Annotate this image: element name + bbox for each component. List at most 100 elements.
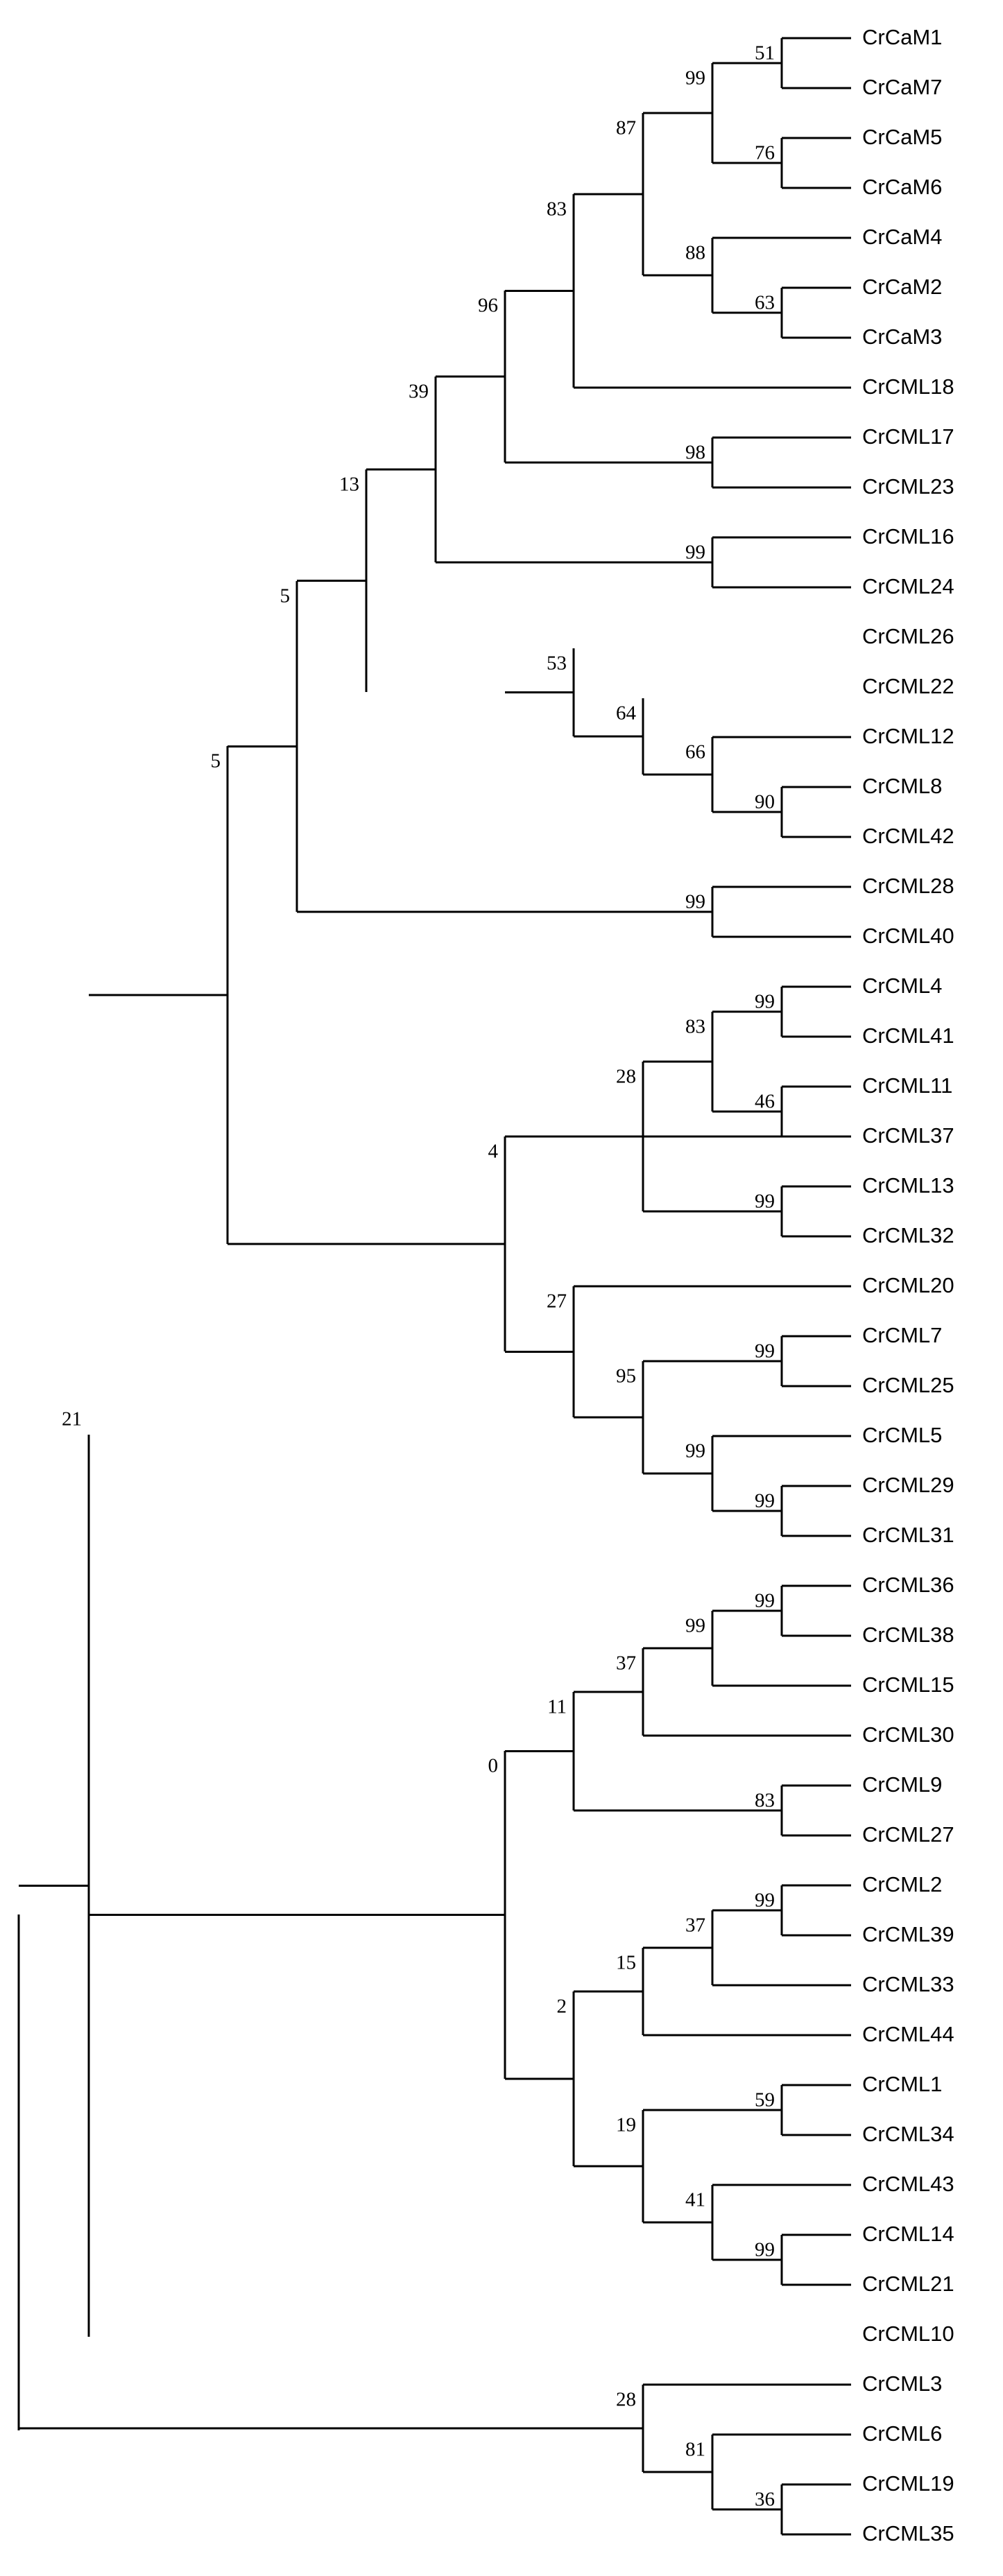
bootstrap-support-value: 63 xyxy=(755,292,775,314)
leaf-label: CrCaM6 xyxy=(862,175,942,199)
leaf-label: CrCML3 xyxy=(862,2371,942,2396)
leaf-label: CrCML44 xyxy=(862,2022,954,2046)
bootstrap-support-value: 13 xyxy=(339,474,359,496)
leaf-label: CrCML37 xyxy=(862,1123,954,1148)
bootstrap-support-value: 90 xyxy=(755,791,775,813)
bootstrap-support-value: 81 xyxy=(685,2439,705,2461)
bootstrap-support-value: 19 xyxy=(616,2114,636,2136)
leaf-label: CrCML33 xyxy=(862,1972,954,1996)
bootstrap-support-value: 41 xyxy=(685,2189,705,2211)
leaf-label: CrCML19 xyxy=(862,2471,954,2496)
branch-layer xyxy=(17,37,851,2536)
leaf-label: CrCML41 xyxy=(862,1023,954,1048)
leaf-label: CrCML2 xyxy=(862,1872,942,1896)
leaf-label: CrCML30 xyxy=(862,1722,954,1747)
leaf-label-layer: CrCaM1CrCaM7CrCaM5CrCaM6CrCaM4CrCaM2CrCa… xyxy=(862,25,954,2545)
bootstrap-support-value: 99 xyxy=(755,2239,775,2261)
bootstrap-support-value: 83 xyxy=(755,1790,775,1812)
bootstrap-support-value: 66 xyxy=(685,741,705,763)
bootstrap-support-value: 64 xyxy=(616,702,637,725)
leaf-label: CrCML25 xyxy=(862,1373,954,1397)
bootstrap-support-value: 83 xyxy=(547,198,567,221)
leaf-label: CrCML36 xyxy=(862,1573,954,1597)
bootstrap-support-value: 99 xyxy=(685,1615,705,1637)
leaf-label: CrCML1 xyxy=(862,2072,942,2096)
bootstrap-support-value: 5 xyxy=(211,750,221,772)
leaf-label: CrCML42 xyxy=(862,824,954,848)
bootstrap-support-value: 27 xyxy=(547,1290,567,1313)
bootstrap-support-value: 28 xyxy=(616,1066,636,1088)
leaf-label: CrCML15 xyxy=(862,1672,954,1697)
leaf-label: CrCML14 xyxy=(862,2222,954,2246)
leaf-label: CrCaM3 xyxy=(862,325,942,349)
leaf-label: CrCML18 xyxy=(862,374,954,399)
leaf-label: CrCML20 xyxy=(862,1273,954,1297)
bootstrap-support-value: 5 xyxy=(280,585,291,607)
leaf-label: CrCML39 xyxy=(862,1922,954,1946)
support-label-layer: 51 76 99 63 88 87 83 98 99 96 90 66 64 53 39 13 99 5 99 46 8… xyxy=(62,42,775,2511)
bootstrap-support-value: 99 xyxy=(685,1440,705,1462)
leaf-label: CrCML28 xyxy=(862,874,954,898)
leaf-label: CrCML5 xyxy=(862,1423,942,1447)
bootstrap-support-value: 95 xyxy=(616,1365,636,1388)
leaf-label: CrCML12 xyxy=(862,724,954,748)
bootstrap-support-value: 99 xyxy=(685,542,705,564)
bootstrap-support-value: 37 xyxy=(685,1914,705,1937)
leaf-label: CrCaM7 xyxy=(862,75,942,99)
leaf-label: CrCML11 xyxy=(862,1073,952,1098)
bootstrap-support-value: 2 xyxy=(557,1996,567,2018)
leaf-label: CrCML6 xyxy=(862,2421,942,2446)
bootstrap-support-value: 83 xyxy=(685,1016,705,1038)
leaf-label: CrCML27 xyxy=(862,1822,954,1847)
bootstrap-support-value: 53 xyxy=(547,652,567,675)
bootstrap-support-value: 15 xyxy=(616,1952,636,1974)
bootstrap-support-value: 39 xyxy=(409,381,429,403)
leaf-label: CrCML29 xyxy=(862,1473,954,1497)
bootstrap-support-value: 99 xyxy=(685,891,705,913)
leaf-label: CrCML21 xyxy=(862,2272,954,2296)
leaf-label: CrCML16 xyxy=(862,524,954,548)
bootstrap-support-value: 99 xyxy=(755,1340,775,1363)
bootstrap-support-value: 76 xyxy=(755,142,775,164)
leaf-label: CrCML7 xyxy=(862,1323,942,1347)
bootstrap-support-value: 37 xyxy=(616,1652,636,1675)
bootstrap-support-value: 59 xyxy=(755,2089,775,2111)
leaf-label: CrCML8 xyxy=(862,774,942,798)
leaf-label: CrCaM4 xyxy=(862,225,942,249)
leaf-label: CrCML22 xyxy=(862,674,954,698)
leaf-label: CrCML9 xyxy=(862,1772,942,1797)
leaf-label: CrCML43 xyxy=(862,2172,954,2196)
bootstrap-support-value: 0 xyxy=(488,1755,499,1777)
leaf-label: CrCML24 xyxy=(862,574,954,598)
bootstrap-support-value: 88 xyxy=(685,242,705,264)
leaf-label: CrCML23 xyxy=(862,474,954,499)
leaf-label: CrCML31 xyxy=(862,1523,954,1547)
bootstrap-support-value: 99 xyxy=(755,991,775,1013)
bootstrap-support-value: 96 xyxy=(478,295,498,317)
bootstrap-support-value: 98 xyxy=(685,442,705,464)
leaf-label: CrCML4 xyxy=(862,974,942,998)
bootstrap-support-value: 51 xyxy=(755,42,775,64)
leaf-label: CrCML17 xyxy=(862,424,954,449)
bootstrap-support-value: 99 xyxy=(755,1890,775,1912)
bootstrap-support-value: 99 xyxy=(755,1490,775,1512)
bootstrap-support-value: 46 xyxy=(755,1091,775,1113)
leaf-label: CrCaM5 xyxy=(862,125,942,149)
bootstrap-support-value: 87 xyxy=(616,117,636,139)
leaf-label: CrCML10 xyxy=(862,2322,954,2346)
bootstrap-support-value: 11 xyxy=(547,1696,567,1718)
bootstrap-support-value: 4 xyxy=(488,1141,499,1163)
leaf-label: CrCML26 xyxy=(862,624,954,648)
bootstrap-support-value: 28 xyxy=(616,2389,636,2411)
leaf-label: CrCML34 xyxy=(862,2122,954,2146)
leaf-label: CrCML13 xyxy=(862,1173,954,1198)
bootstrap-support-value: 36 xyxy=(755,2489,775,2511)
leaf-label: CrCaM1 xyxy=(862,25,942,49)
bootstrap-support-value: 99 xyxy=(755,1590,775,1612)
leaf-label: CrCML40 xyxy=(862,924,954,948)
leaf-label: CrCaM2 xyxy=(862,275,942,299)
bootstrap-support-value: 99 xyxy=(755,1191,775,1213)
